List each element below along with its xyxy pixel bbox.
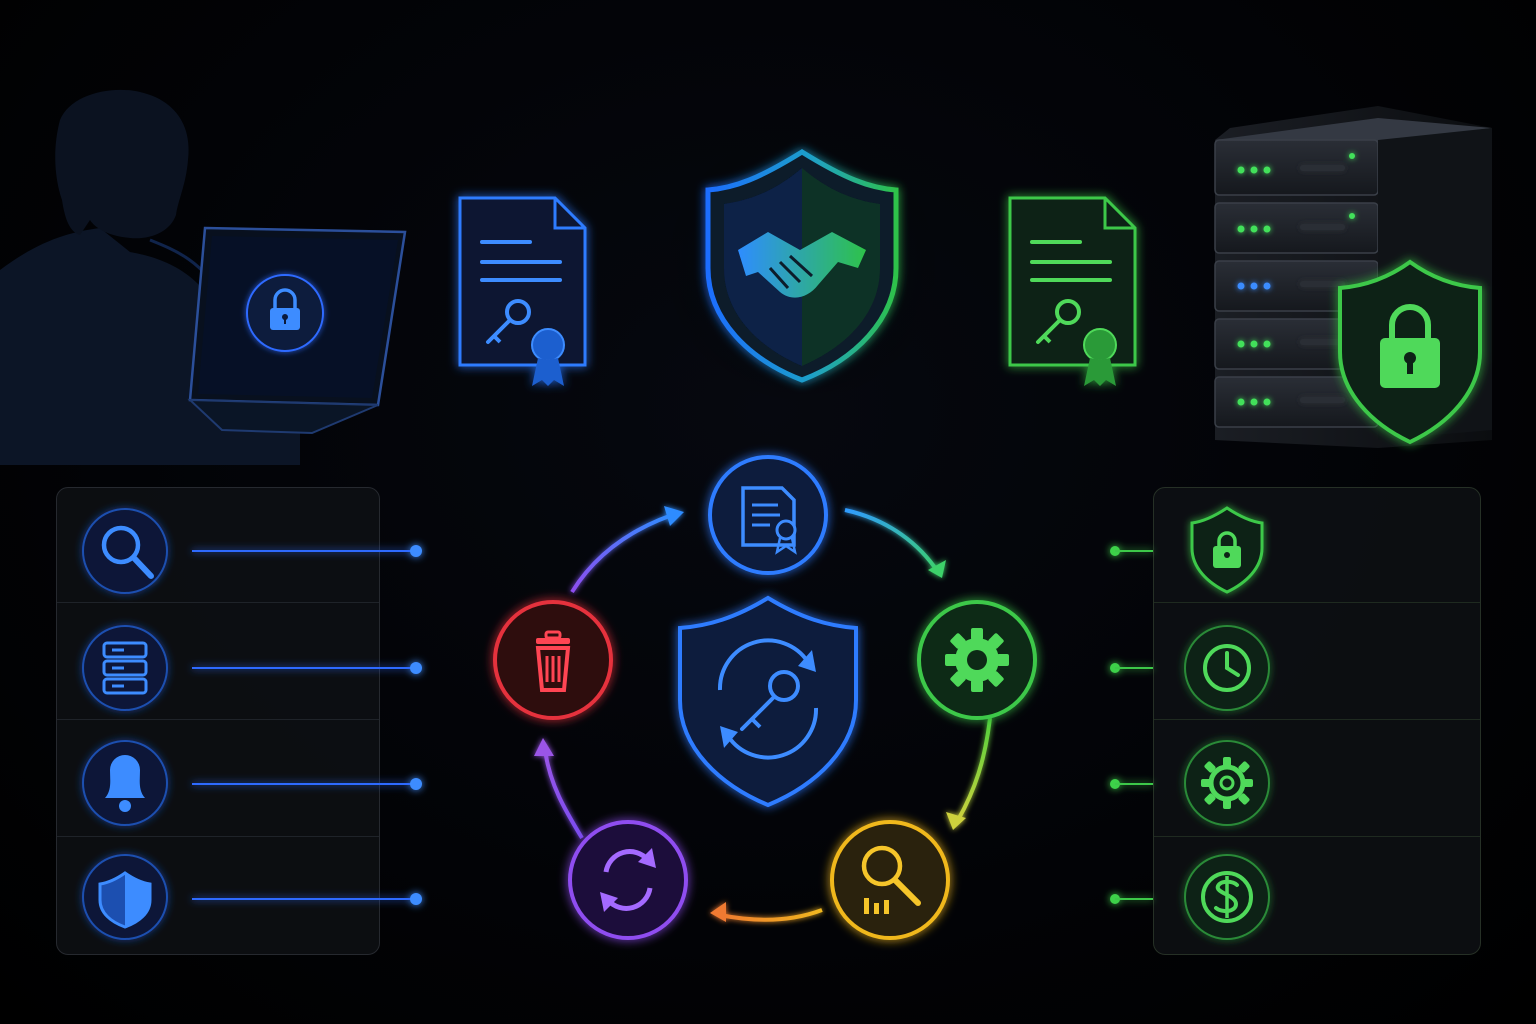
right-row-security [1154, 488, 1480, 603]
left-row-alerts [57, 722, 379, 837]
left-row-protection [57, 839, 379, 954]
stage-monitor-icon [830, 820, 950, 940]
right-row-settings [1154, 722, 1480, 837]
laptop-icon [187, 226, 407, 435]
lifecycle-arrows [534, 506, 992, 922]
client-certificate-icon [458, 196, 587, 386]
right-row-schedule [1154, 605, 1480, 720]
stage-revoke-icon [493, 600, 613, 720]
trash-icon [535, 630, 571, 692]
right-feature-panel [1153, 487, 1481, 955]
stage-configure-icon [917, 600, 1037, 720]
gear-icon [945, 628, 1009, 692]
left-row-search [57, 488, 379, 603]
right-row-cost [1154, 839, 1480, 954]
key-rotation-shield-icon [678, 595, 858, 808]
server-status-lights [1237, 153, 1355, 406]
left-row-servers [57, 605, 379, 720]
stage-renew-icon [568, 820, 688, 940]
stage-issue-icon [708, 455, 828, 575]
server-lock-shield-icon [1338, 259, 1482, 445]
handshake-shield-icon [705, 149, 899, 383]
lock-icon [270, 288, 300, 330]
handshake-icon [738, 232, 866, 298]
server-certificate-icon [1008, 196, 1137, 386]
lock-icon [1380, 304, 1440, 388]
left-feature-panel [56, 487, 380, 955]
